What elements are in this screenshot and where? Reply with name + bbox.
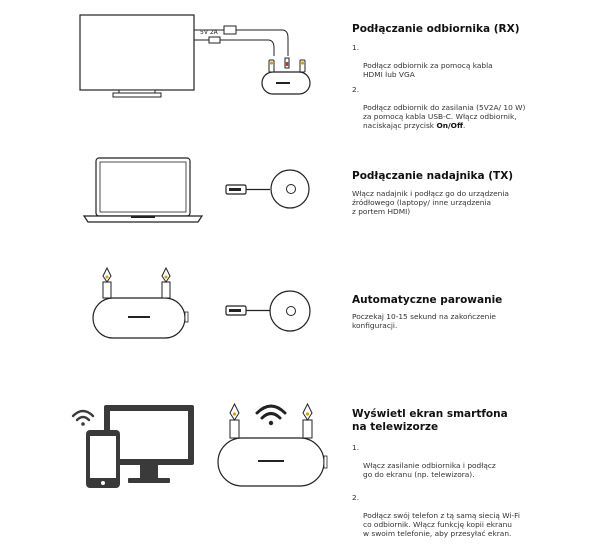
wifi-icon — [71, 409, 95, 426]
section-title-tx: Podłączanie nadajnika (TX) — [352, 170, 514, 182]
receiver-icon — [217, 437, 328, 487]
step-item: 1. Podłącz odbiornik za pomocą kabla HDM… — [352, 43, 592, 79]
power-label: 5V 2A — [200, 29, 219, 36]
power-cable — [194, 25, 289, 56]
step-item: 1. Włącz zasilanie odbiornika i podłącz … — [352, 443, 592, 479]
receiver-icon — [261, 57, 311, 95]
monitor-icon — [104, 405, 194, 483]
step-text: Podłącz odbiornik do zasilania (5V2A/ 10… — [363, 103, 526, 130]
step-text-end: . — [462, 121, 466, 130]
step-item: 2. Podłącz swój telefon z tą samą siecią… — [352, 493, 592, 538]
step-text: Podłącz odbiornik za pomocą kabla HDMI l… — [363, 61, 493, 79]
antenna-icon — [102, 266, 171, 299]
phone-icon — [86, 430, 120, 488]
step-number: 2. — [352, 493, 360, 502]
on-off-label: On/Off — [436, 121, 463, 130]
step-number: 1. — [352, 443, 360, 452]
section-body-tx: Włącz nadajnik i podłącz go do urządzeni… — [352, 189, 592, 216]
step-item: 2. Podłącz odbiornik do zasilania (5V2A/… — [352, 85, 592, 130]
tv-icon — [79, 14, 195, 98]
section-body-rx: 1. Podłącz odbiornik za pomocą kabla HDM… — [352, 43, 592, 136]
laptop-icon — [82, 157, 204, 223]
step-number: 1. — [352, 43, 360, 52]
step-number: 2. — [352, 85, 360, 94]
transmitter-icon — [225, 169, 310, 209]
section-body-pairing: Poczekaj 10-15 sekund na zakończenie kon… — [352, 312, 592, 330]
section-title-mirror: Wyświetl ekran smartfona na telewizorze — [352, 408, 508, 433]
section-text: Poczekaj 10-15 sekund na zakończenie kon… — [352, 312, 496, 330]
receiver-icon — [92, 297, 189, 339]
section-title-pairing: Automatyczne parowanie — [352, 294, 503, 306]
transmitter-icon — [225, 290, 311, 332]
section-title-rx: Podłączanie odbiornika (RX) — [352, 23, 520, 35]
step-text: Włącz zasilanie odbiornika i podłącz go … — [363, 461, 496, 479]
section-body-mirror: 1. Włącz zasilanie odbiornika i podłącz … — [352, 443, 592, 544]
antenna-icon — [229, 402, 313, 439]
wifi-icon — [255, 404, 287, 426]
step-text: Podłącz swój telefon z tą samą siecią Wi… — [363, 511, 520, 538]
illustrations: 5V 2A — [71, 14, 328, 488]
section-text: Włącz nadajnik i podłącz go do urządzeni… — [352, 189, 509, 216]
